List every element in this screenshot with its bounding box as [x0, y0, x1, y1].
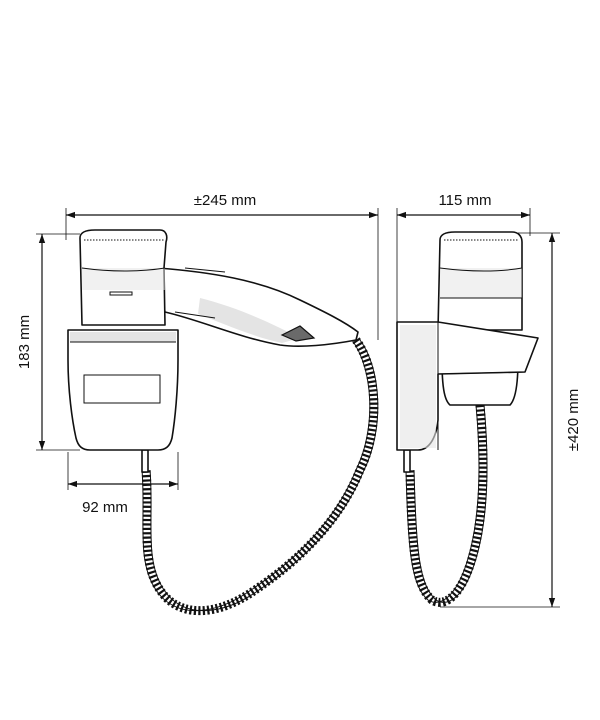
- front-dryer-handle: [157, 267, 359, 347]
- front-view: ±245 mm 183 mm 92 mm: [16, 192, 379, 616]
- depth-label: 115 mm: [438, 192, 491, 209]
- side-cord-stem: [403, 449, 411, 473]
- front-coiled-cord: [141, 337, 379, 616]
- side-view: 115 mm ±420 mm: [396, 192, 582, 608]
- front-wall-holder: [67, 329, 179, 451]
- total-height-label: ±420 mm: [565, 389, 582, 451]
- front-handle-switch: [280, 325, 316, 342]
- front-cord-stem: [141, 449, 149, 473]
- base-width-label: 92 mm: [82, 499, 128, 516]
- height-label: 183 mm: [16, 315, 33, 369]
- side-coiled-cord: [405, 404, 488, 607]
- width-label: ±245 mm: [194, 192, 256, 209]
